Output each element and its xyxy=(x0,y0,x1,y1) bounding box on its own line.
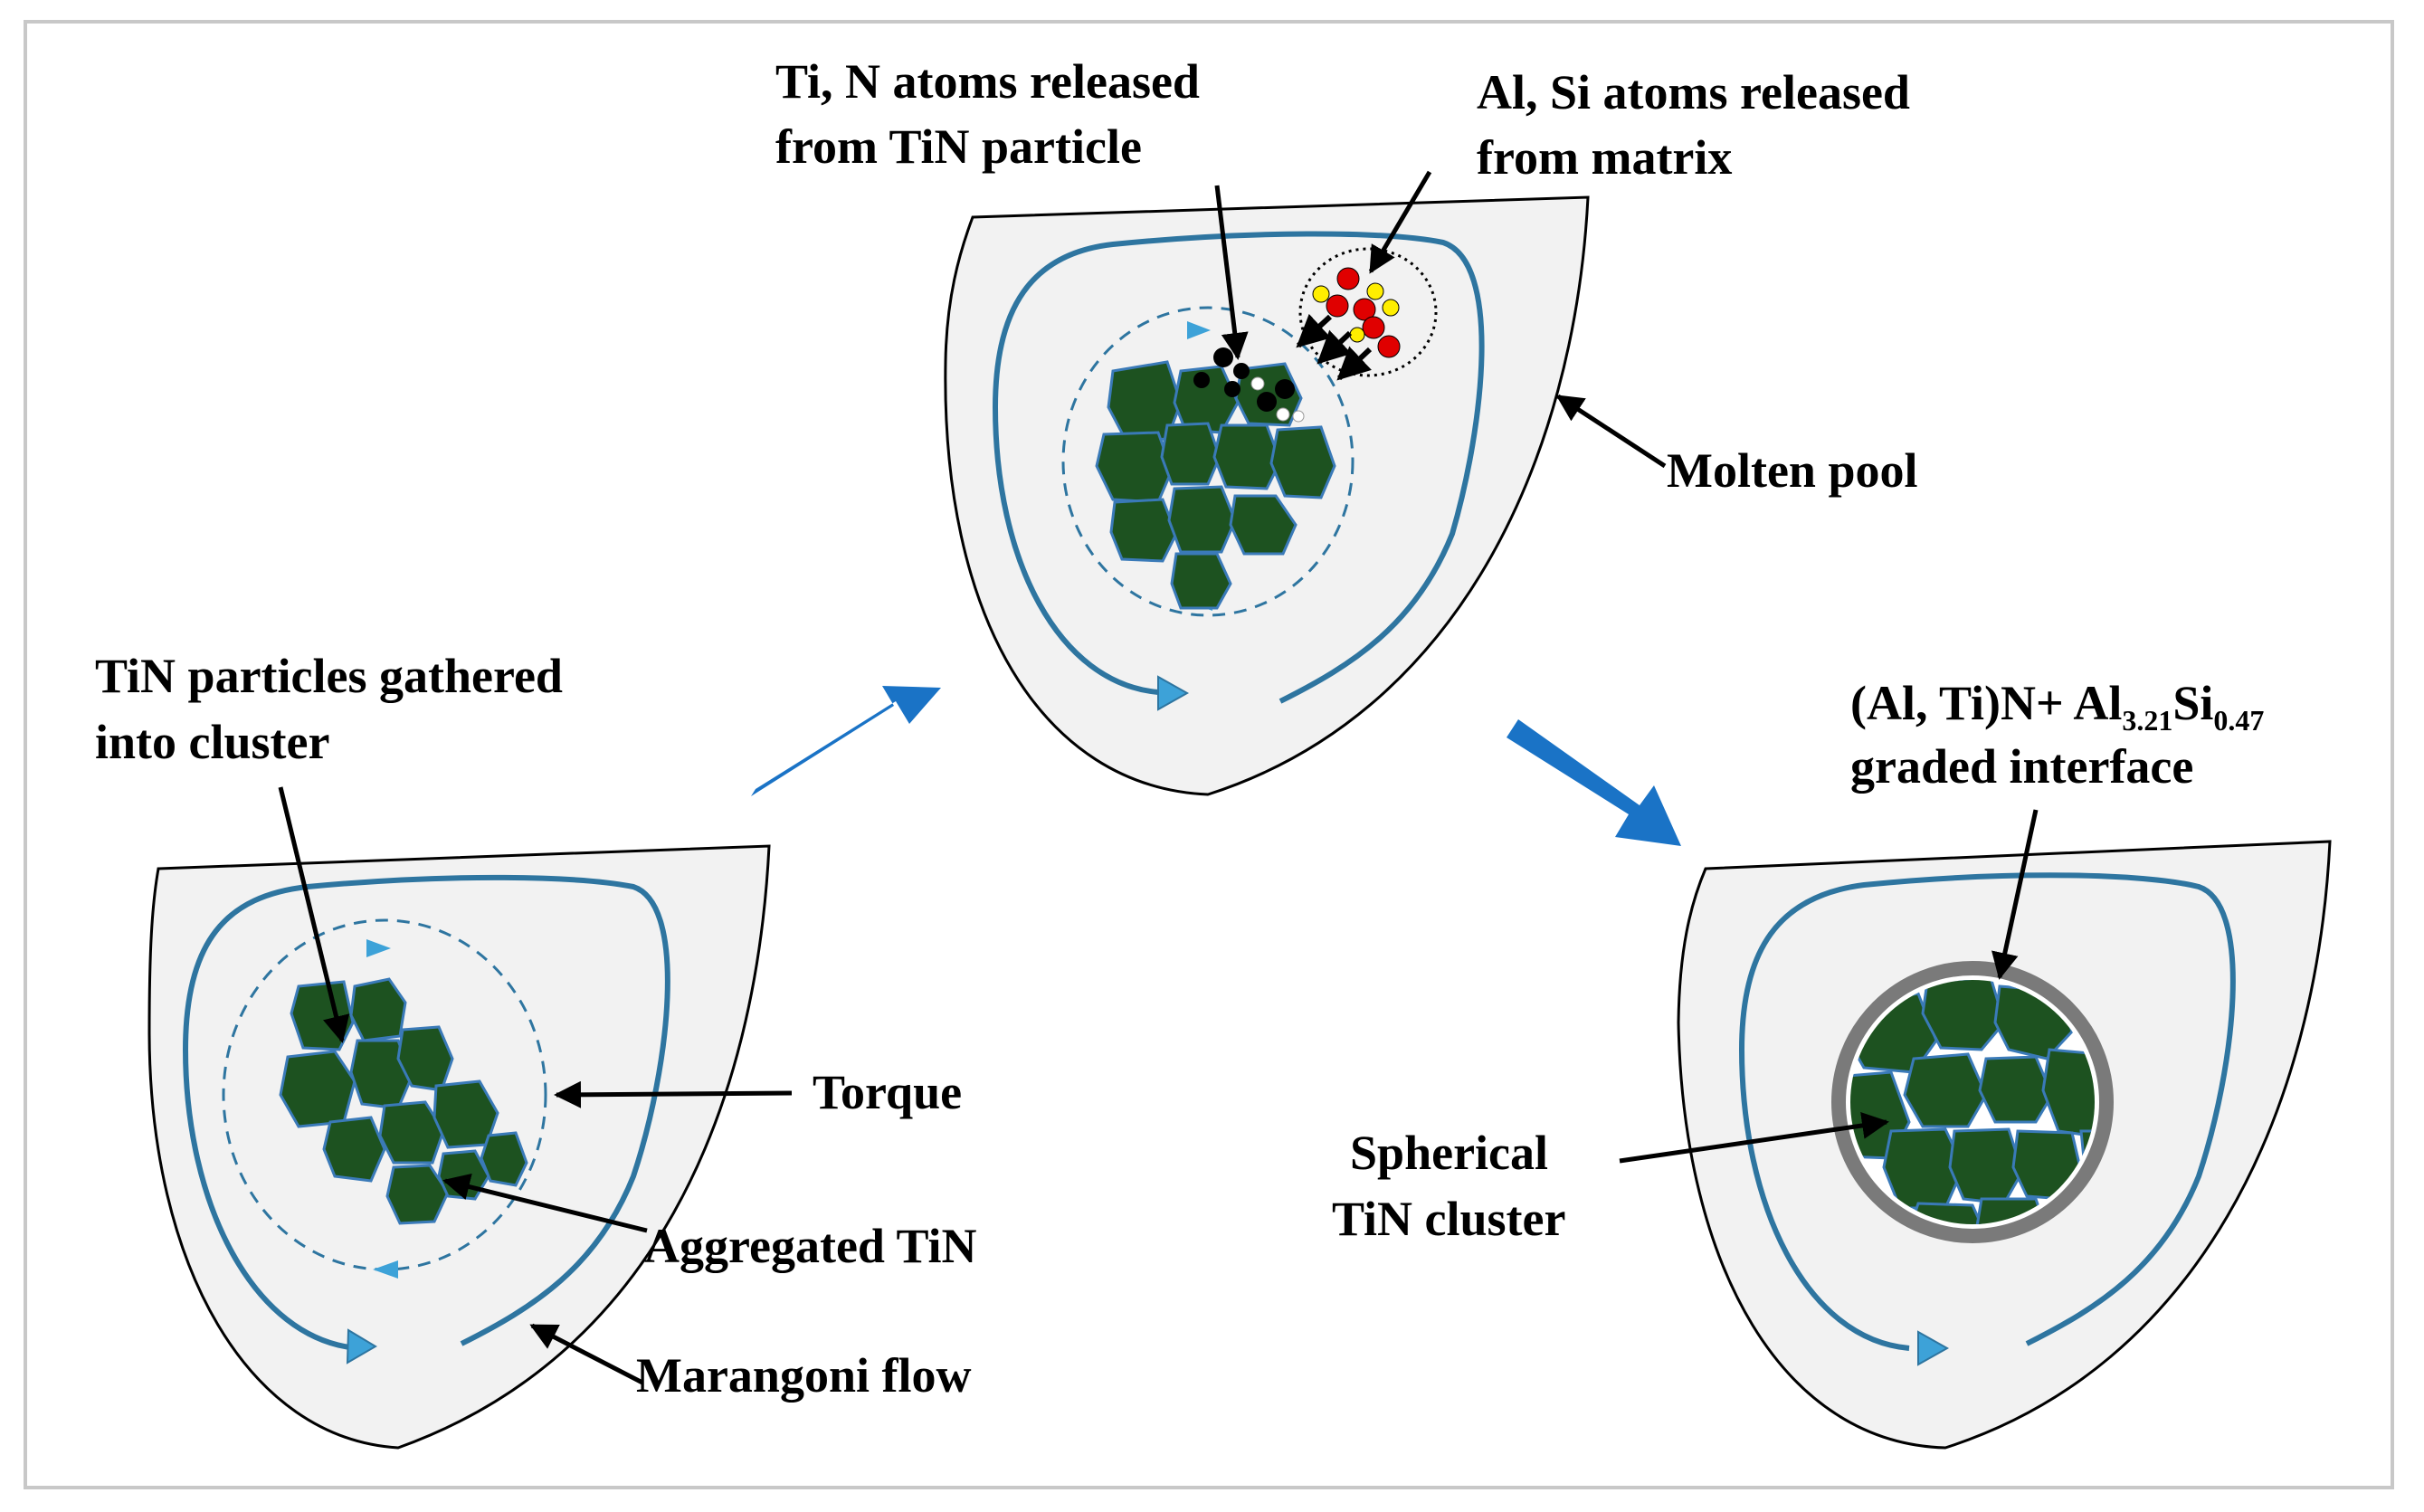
label-spherical-line2: TiN cluster xyxy=(1332,1192,1565,1246)
tin-particle xyxy=(1907,1202,1988,1224)
leader-torque xyxy=(554,1080,793,1108)
label-spherical-line1: Spherical xyxy=(1350,1126,1548,1180)
middle-molten-pool xyxy=(944,195,1590,796)
label-graded-interface-line1: (Al, Ti)N+ Al3.21Si0.47 xyxy=(1850,676,2264,737)
diffusion-arrow xyxy=(1336,346,1373,381)
label-aggregated-tin: Aggregated TiN xyxy=(644,1219,977,1273)
label-ti-n-released-line1: Ti, N atoms released xyxy=(775,54,1200,109)
atom-black xyxy=(1193,372,1210,388)
tin-particle xyxy=(349,977,407,1042)
atom-black xyxy=(1233,363,1250,379)
atom-black xyxy=(1224,381,1241,397)
atom-yellow xyxy=(1366,282,1384,300)
middle-torque-circle xyxy=(1061,306,1355,617)
label-molten-pool: Molten pool xyxy=(1667,443,1918,498)
leader-tin-gathered xyxy=(278,786,350,1043)
process-arrows xyxy=(751,686,1681,846)
tin-particle xyxy=(1109,498,1178,563)
left-flow-outer xyxy=(182,874,670,1351)
atom-white xyxy=(1292,410,1305,423)
process-arrow-1 xyxy=(751,686,941,796)
diffusion-arrow xyxy=(1317,329,1353,365)
tin-particle xyxy=(480,1131,528,1187)
middle-flow-arrowhead xyxy=(1157,675,1190,711)
middle-tin-particles xyxy=(1095,360,1336,610)
leader-interface xyxy=(1991,809,2039,980)
leader-molten-pool xyxy=(1555,394,1667,469)
tin-particle xyxy=(1212,423,1282,490)
atom-white xyxy=(1276,407,1290,422)
leader-al-si xyxy=(1368,170,1432,274)
tin-particle xyxy=(1229,494,1298,556)
label-graded-interface-line2: graded interface xyxy=(1850,739,2193,794)
atom-yellow xyxy=(1382,299,1400,317)
al-si-atoms xyxy=(1312,267,1401,358)
right-flow-outer xyxy=(1738,872,2236,1351)
label-al-si-released-line1: Al, Si atoms released xyxy=(1477,65,1910,119)
left-flow-arrowhead xyxy=(346,1328,377,1365)
middle-torque-arrowhead-top xyxy=(1187,321,1211,339)
tin-particle xyxy=(1095,431,1174,504)
process-arrow-2 xyxy=(1507,719,1681,846)
atom-red xyxy=(1377,335,1401,358)
label-al-si-released-line2: from matrix xyxy=(1477,130,1732,185)
right-molten-pool xyxy=(1677,840,2332,1450)
interface-mid: Si xyxy=(2172,676,2213,730)
tin-particle xyxy=(1948,1127,2024,1205)
diffusion-arrow xyxy=(1296,313,1333,348)
atom-black xyxy=(1275,379,1295,399)
atom-black xyxy=(1213,347,1233,367)
tin-particle xyxy=(279,1050,356,1128)
diffusion-arrows xyxy=(1296,313,1373,381)
leader-ti-n xyxy=(1214,185,1249,360)
right-flow-arrowhead xyxy=(1917,1330,1950,1366)
tin-particle xyxy=(1978,1055,2054,1124)
interface-sub2: 0.47 xyxy=(2213,704,2264,737)
tin-particle xyxy=(322,1116,386,1183)
leader-aggregated xyxy=(442,1173,648,1233)
tin-particle xyxy=(1160,422,1222,486)
tin-particle xyxy=(1269,425,1336,499)
label-marangoni-flow: Marangoni flow xyxy=(636,1348,972,1403)
label-tin-gathered-line2: into cluster xyxy=(95,715,329,769)
atom-red xyxy=(1336,267,1360,290)
interface-prefix: (Al, Ti)N+ Al xyxy=(1850,676,2122,730)
left-torque-arrowhead-top xyxy=(366,939,391,957)
ti-n-atoms xyxy=(1193,347,1305,423)
atom-black xyxy=(1257,392,1277,412)
atom-red xyxy=(1362,316,1385,339)
tin-particle xyxy=(1167,485,1237,554)
middle-flow-outer xyxy=(992,231,1485,704)
labels: Ti, N atoms released from TiN particle A… xyxy=(95,54,2264,1403)
atom-red xyxy=(1353,298,1376,321)
tin-particle xyxy=(1170,552,1232,610)
leader-spherical xyxy=(1619,1112,1889,1164)
tin-particle xyxy=(385,1164,450,1225)
atom-yellow xyxy=(1312,285,1330,303)
atom-white xyxy=(1250,376,1265,391)
interface-sub1: 3.21 xyxy=(2122,704,2172,737)
tin-particle xyxy=(1921,980,2006,1051)
label-tin-gathered-line1: TiN particles gathered xyxy=(95,649,563,703)
leader-marangoni xyxy=(529,1323,644,1385)
left-torque-arrowhead-bottom xyxy=(373,1260,398,1279)
tin-particle xyxy=(1903,1052,1988,1128)
atom-red xyxy=(1326,294,1349,318)
atom-yellow xyxy=(1349,327,1365,343)
leader-arrows xyxy=(278,170,2039,1385)
label-ti-n-released-line2: from TiN particle xyxy=(775,119,1142,174)
label-torque: Torque xyxy=(813,1065,962,1119)
